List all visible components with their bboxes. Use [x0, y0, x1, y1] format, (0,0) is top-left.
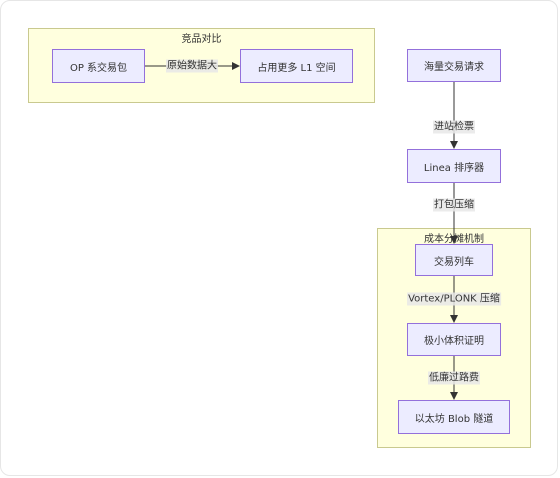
edge-label-inbound-check: 进站检票: [433, 120, 475, 134]
node-small-proof[interactable]: 极小体积证明: [407, 323, 501, 356]
edge-label-pack-compress: 打包压缩: [433, 198, 475, 212]
node-op-tx[interactable]: OP 系交易包: [52, 49, 145, 83]
edge-label-low-toll: 低廉过路费: [428, 371, 480, 385]
edge-label-raw-data: 原始数据大: [166, 59, 218, 73]
cluster-compare-title: 竞品对比: [181, 34, 222, 45]
edge-label-vortex: Vortex/PLONK 压缩: [407, 292, 501, 306]
node-mass-tx[interactable]: 海量交易请求: [407, 49, 501, 82]
node-sequencer[interactable]: Linea 排序器: [407, 149, 501, 183]
node-l1-space[interactable]: 占用更多 L1 空间: [240, 49, 353, 83]
node-blob[interactable]: 以太坊 Blob 隧道: [398, 400, 510, 434]
node-tx-train[interactable]: 交易列车: [415, 244, 493, 276]
